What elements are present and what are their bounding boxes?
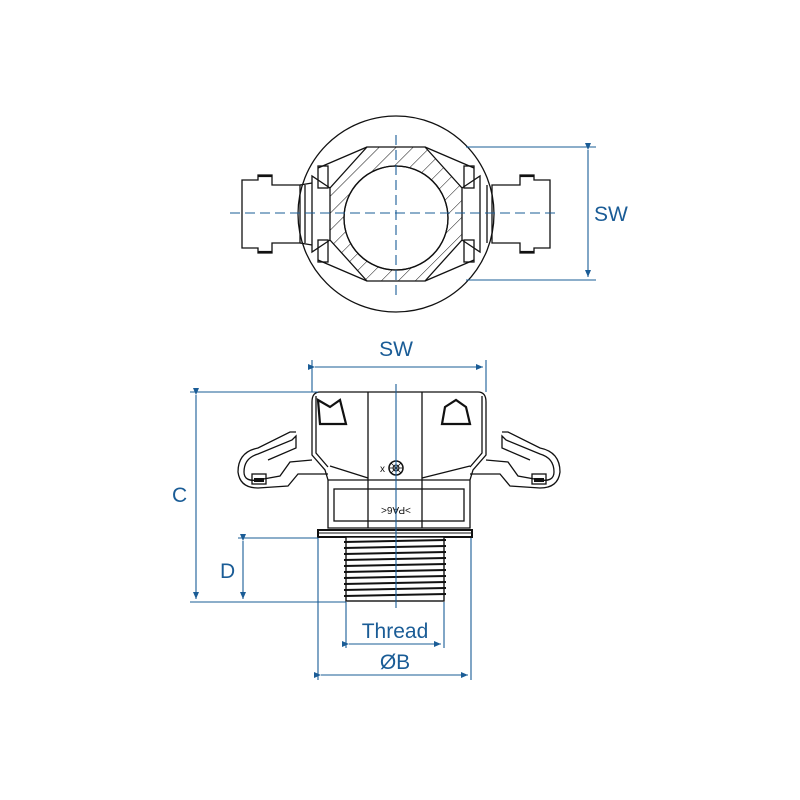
top-sw-dimension: SW bbox=[466, 143, 628, 281]
right-ear bbox=[486, 174, 551, 254]
right-clip bbox=[470, 431, 561, 489]
mark-x: x bbox=[380, 464, 385, 475]
c-label: C bbox=[172, 484, 187, 507]
top-sw-label: SW bbox=[594, 203, 628, 226]
left-clip bbox=[237, 431, 328, 489]
thread-section bbox=[343, 536, 447, 602]
label-band bbox=[333, 488, 465, 522]
ob-label: ØB bbox=[380, 651, 410, 674]
side-sw-dimension: SW bbox=[308, 338, 487, 392]
outer-circle bbox=[297, 115, 495, 313]
d-label: D bbox=[220, 560, 235, 583]
side-flats bbox=[311, 146, 481, 282]
d-dimension: D bbox=[220, 534, 318, 599]
side-sw-label: SW bbox=[379, 338, 413, 361]
left-ear bbox=[241, 174, 313, 254]
thread-label: Thread bbox=[362, 620, 429, 643]
right-window bbox=[440, 398, 472, 426]
c-dimension: C bbox=[172, 388, 346, 603]
ob-dimension: ØB bbox=[314, 538, 472, 680]
top-view: SW bbox=[230, 115, 628, 313]
upper-housing bbox=[311, 391, 487, 529]
left-window bbox=[316, 397, 348, 426]
thread-dimension: Thread bbox=[342, 602, 445, 648]
side-view: >PA6< x bbox=[172, 338, 561, 680]
